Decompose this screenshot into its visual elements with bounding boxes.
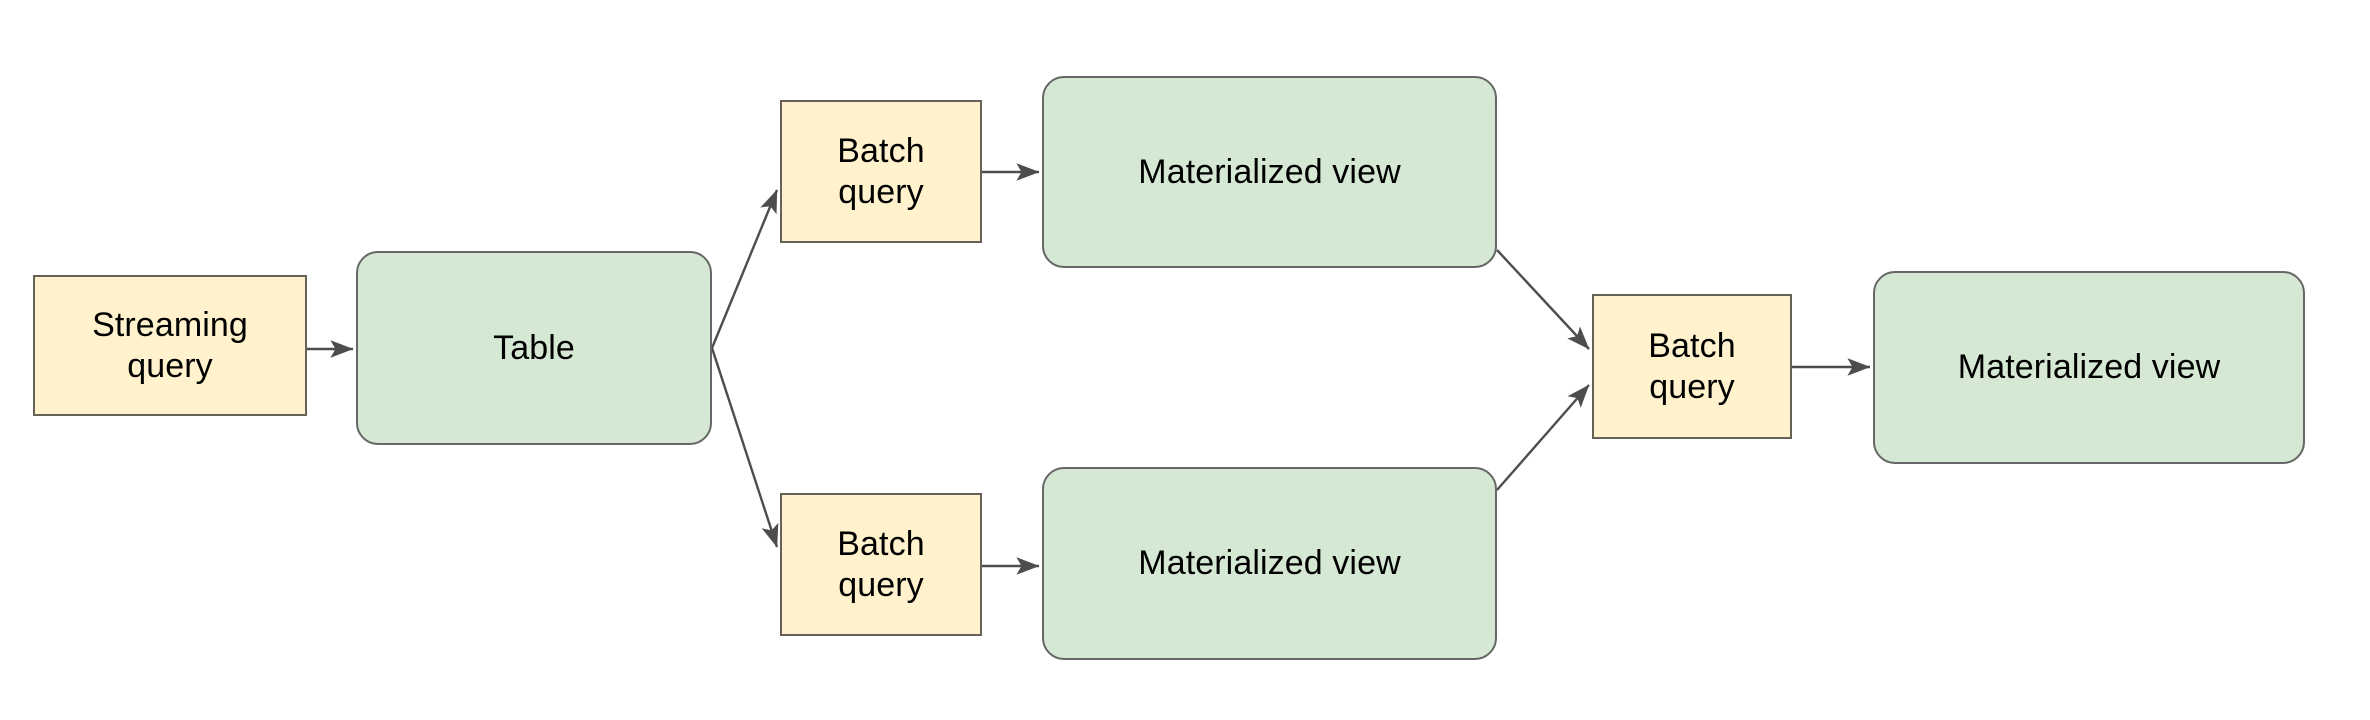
edge-table-to-batch-query-bottom <box>710 347 779 548</box>
node-label: Streaming query <box>92 306 248 385</box>
edge-materialized-view-top-to-batch-query-join <box>1496 249 1590 350</box>
node-batch-query-join[interactable]: Batch query <box>1592 294 1792 439</box>
node-materialized-view-top[interactable]: Materialized view <box>1042 76 1497 268</box>
node-label: Batch query <box>837 525 925 604</box>
node-streaming-query[interactable]: Streaming query <box>33 275 307 416</box>
node-label: Materialized view <box>1957 348 2221 387</box>
node-label: Batch query <box>837 132 925 211</box>
node-materialized-view-bottom[interactable]: Materialized view <box>1042 467 1497 660</box>
edge-materialized-view-bottom-to-batch-query-join <box>1496 384 1590 491</box>
node-label: Table <box>493 328 575 367</box>
edge-table-to-batch-query-top <box>710 189 779 349</box>
node-label: Materialized view <box>1138 544 1401 583</box>
node-batch-query-top[interactable]: Batch query <box>780 100 982 243</box>
node-label: Batch query <box>1648 327 1736 406</box>
node-label: Materialized view <box>1138 152 1401 191</box>
node-batch-query-bottom[interactable]: Batch query <box>780 493 982 636</box>
node-table[interactable]: Table <box>356 251 712 445</box>
node-materialized-view-final[interactable]: Materialized view <box>1873 271 2305 464</box>
